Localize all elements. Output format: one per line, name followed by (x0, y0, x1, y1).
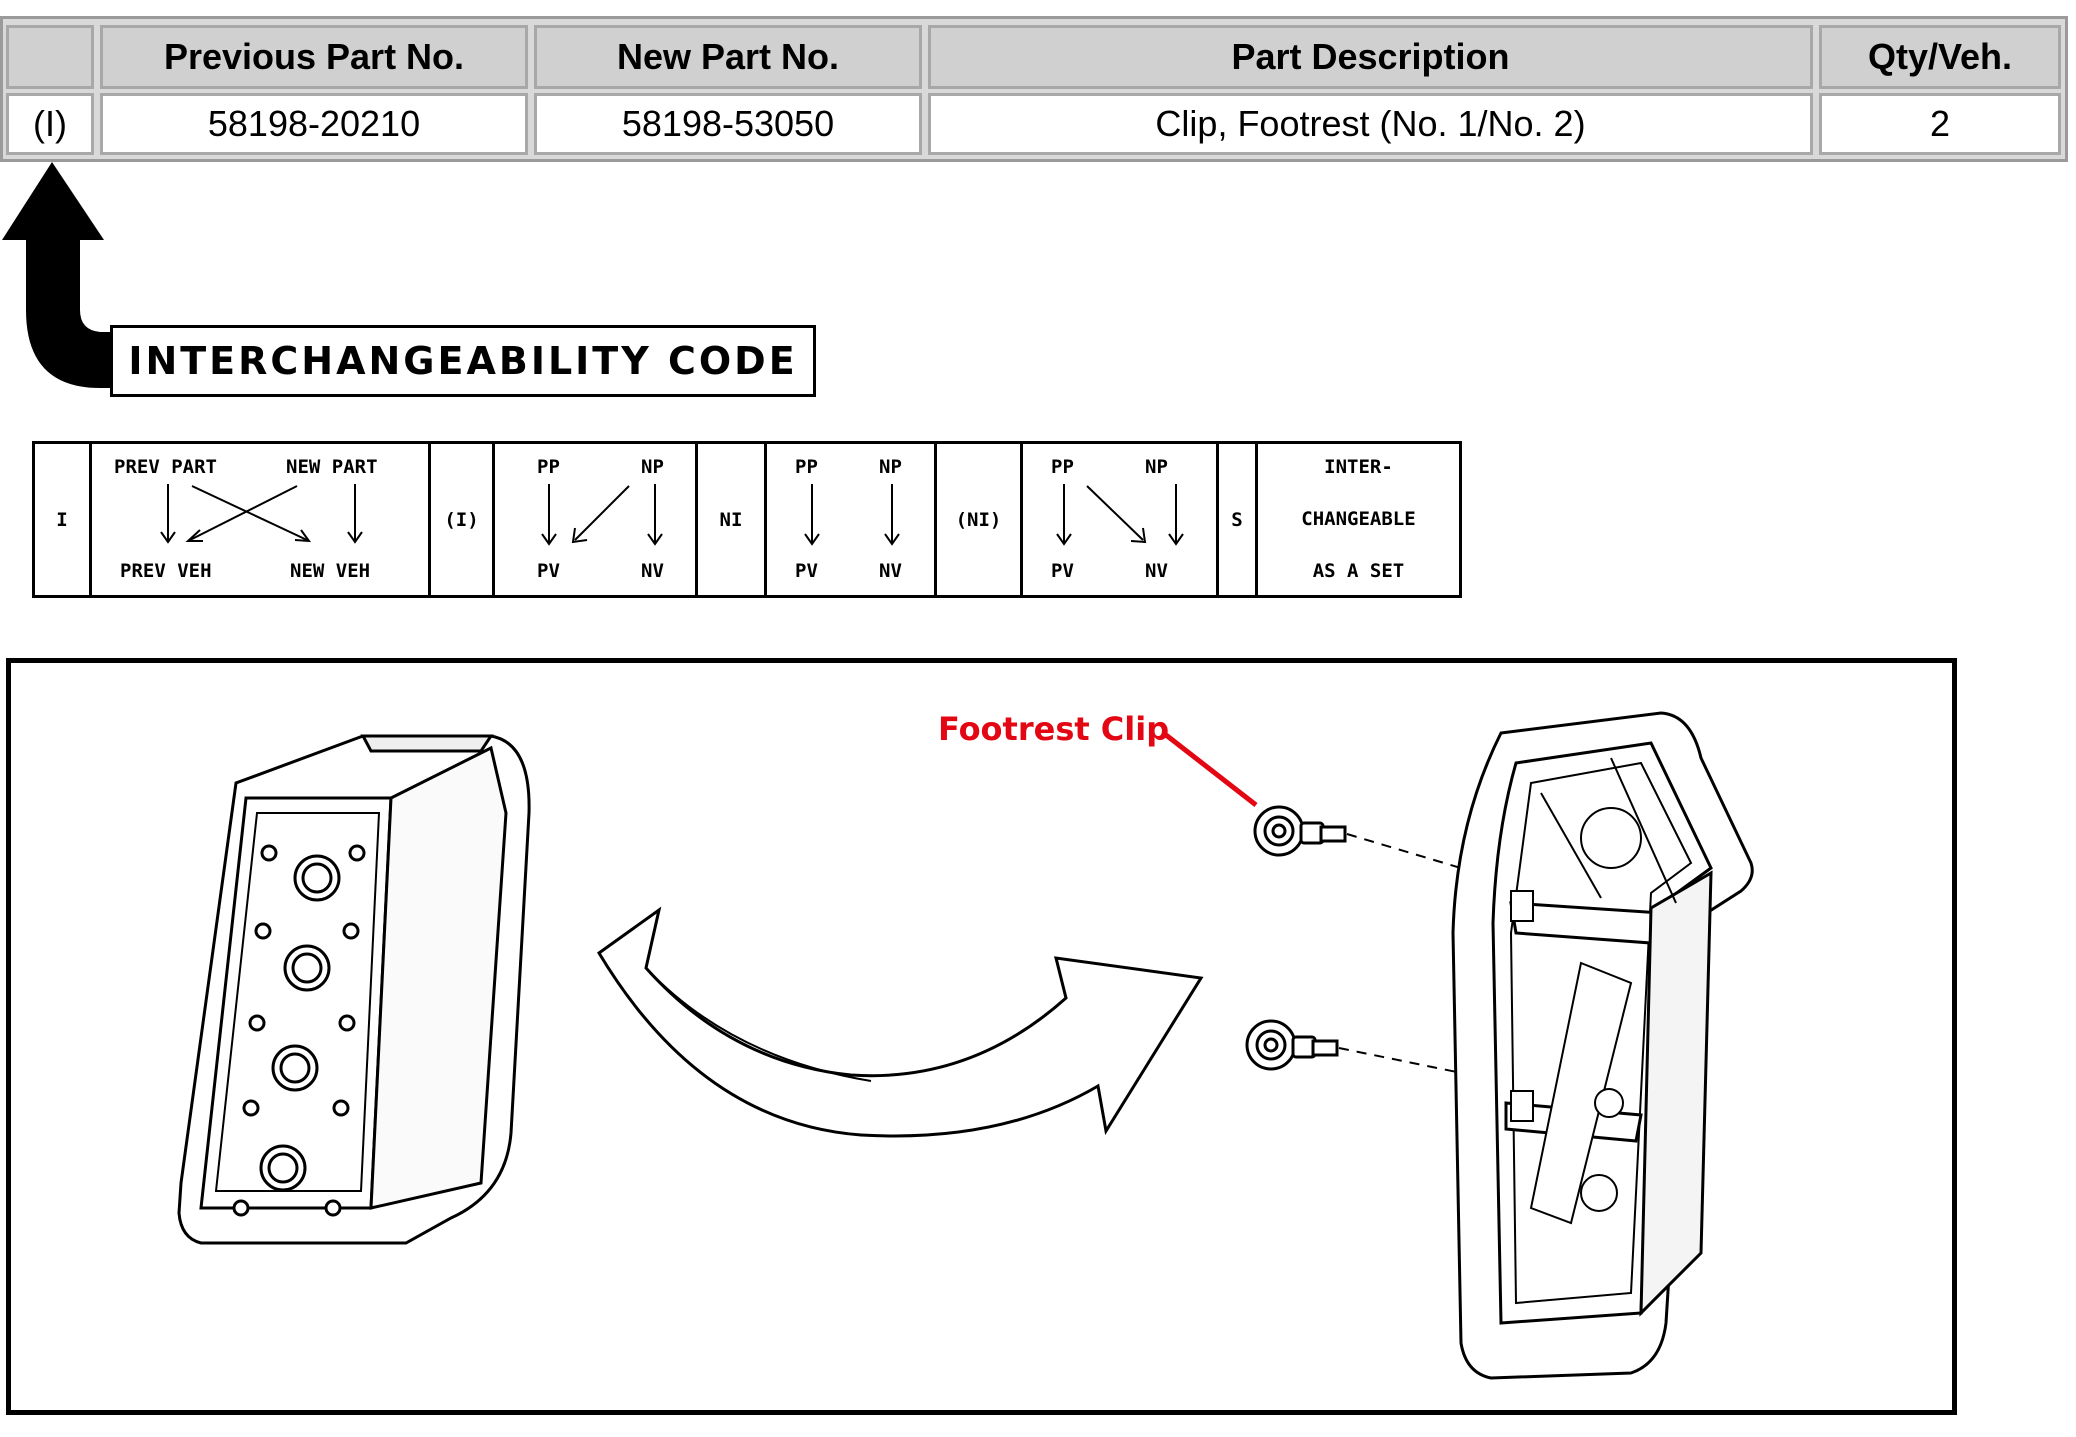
code-ni-paren: (NI) (937, 444, 1023, 595)
nv-label: NV (879, 560, 902, 582)
pv-label: PV (1051, 560, 1074, 582)
row-new-part-no: 58198-53050 (534, 93, 922, 155)
code-s-description: INTER- CHANGEABLE AS A SET (1258, 444, 1459, 595)
straight-arrows-icon (804, 484, 900, 546)
clip-icon (1245, 805, 1347, 1071)
header-previous-part-no: Previous Part No. (100, 25, 528, 89)
pv-label: PV (537, 560, 560, 582)
one-way-arrows-icon (541, 484, 663, 546)
swoosh-arrow-icon (597, 906, 1204, 1138)
cross-arrows-icon (160, 484, 363, 544)
row-code: (I) (6, 93, 94, 155)
footrest-pad-icon (177, 734, 531, 1245)
header-qty-veh: Qty/Veh. (1819, 25, 2061, 89)
set-text-line-1: INTER- (1324, 456, 1393, 478)
code-ni: NI (698, 444, 767, 595)
set-text-line-3: AS A SET (1312, 560, 1405, 582)
clip-guide-lines (1338, 833, 1512, 1082)
interchangeability-code-label: INTERCHANGEABILITY CODE (110, 325, 816, 397)
illustration-frame (6, 658, 1957, 1415)
nv-label: NV (641, 560, 664, 582)
reverse-one-way-arrows-icon (1056, 484, 1184, 546)
nv-label: NV (1145, 560, 1168, 582)
new-part-label: NEW PART (286, 456, 378, 478)
pv-label: PV (795, 560, 818, 582)
prev-veh-label: PREV VEH (120, 560, 212, 582)
code-i-paren-diagram: PP NP PV NV (495, 444, 698, 595)
code-i-paren: (I) (431, 444, 495, 595)
footrest-bracket-icon (1451, 711, 1754, 1380)
header-code (6, 25, 94, 89)
code-i-diagram: PREV PART NEW PART PREV VEH NEW VEH (92, 444, 431, 595)
interchangeability-legend: I PREV PART NEW PART PREV VEH NEW VEH (I… (32, 441, 1462, 598)
set-text-line-2: CHANGEABLE (1301, 508, 1416, 530)
header-part-description: Part Description (928, 25, 1813, 89)
code-ni-diagram: PP NP PV NV (767, 444, 937, 595)
callout-leader-line (1164, 733, 1258, 807)
pointer-arrow-icon (2, 162, 112, 388)
row-previous-part-no: 58198-20210 (100, 93, 528, 155)
code-i: I (35, 444, 92, 595)
np-label: NP (1145, 456, 1168, 478)
np-label: NP (641, 456, 664, 478)
row-part-description: Clip, Footrest (No. 1/No. 2) (928, 93, 1813, 155)
code-ni-paren-diagram: PP NP PV NV (1023, 444, 1219, 595)
np-label: NP (879, 456, 902, 478)
parts-table: Previous Part No. New Part No. Part Desc… (0, 16, 2068, 162)
pp-label: PP (537, 456, 560, 478)
prev-part-label: PREV PART (114, 456, 217, 478)
row-qty-veh: 2 (1819, 93, 2061, 155)
footrest-clip-label: Footrest Clip (938, 710, 1170, 748)
header-new-part-no: New Part No. (534, 25, 922, 89)
pp-label: PP (795, 456, 818, 478)
code-s: S (1219, 444, 1258, 595)
pp-label: PP (1051, 456, 1074, 478)
new-veh-label: NEW VEH (290, 560, 371, 582)
